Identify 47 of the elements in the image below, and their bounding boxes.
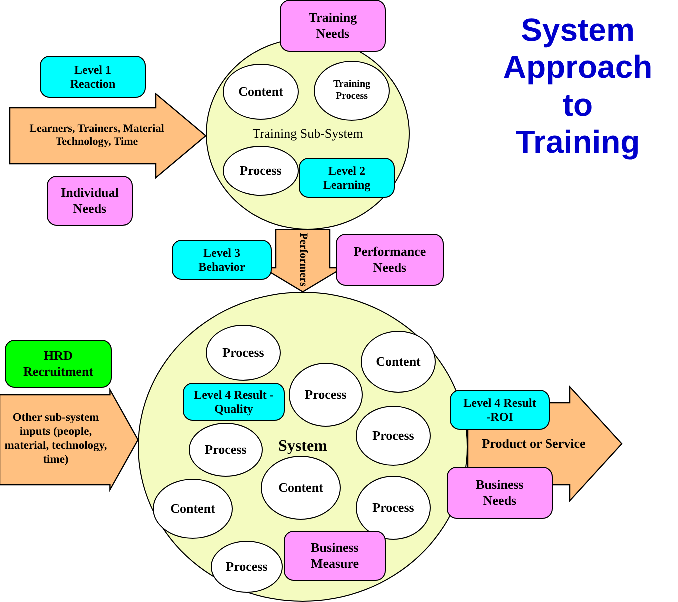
label-box	[5, 340, 112, 388]
node-label: Training Needs	[308, 10, 358, 42]
node-label: System	[278, 437, 328, 457]
node-label: Level 4 Result -Quality	[193, 388, 275, 416]
level-box	[299, 158, 395, 198]
node-label: Business Needs	[475, 477, 525, 509]
node-label: Content	[375, 354, 422, 370]
node-label: HRD Recruitment	[22, 348, 95, 380]
node-label: Level 2 Learning	[322, 164, 372, 192]
needs-box	[447, 467, 553, 519]
block-arrow	[467, 385, 623, 503]
edge-label: Other sub-system inputs (people, material, technology, time)	[4, 411, 108, 468]
edge-label: Product or Service	[481, 435, 587, 454]
node-label: Process	[204, 442, 248, 458]
ellipse-node	[189, 423, 263, 477]
node-label: Content	[170, 501, 216, 517]
node-label: Level 4 Result -ROI	[462, 396, 538, 424]
edge-label: Performers	[296, 232, 311, 288]
node-label: Performance Needs	[352, 244, 428, 276]
needs-box	[280, 0, 386, 52]
node-label: Process	[304, 387, 348, 403]
ellipse-node	[211, 541, 283, 593]
node-label: Process	[372, 500, 416, 516]
node-label: Training Sub-System	[252, 126, 364, 142]
node-label: Process	[372, 428, 416, 444]
node-label: Process	[225, 559, 269, 575]
block-arrow	[9, 92, 207, 180]
level-box	[450, 390, 550, 430]
node-label: Business Measure	[310, 540, 360, 572]
node-label: Level 3 Behavior	[198, 246, 246, 274]
node-label: Individual Needs	[60, 185, 120, 217]
needs-box	[336, 234, 444, 286]
level-box	[172, 240, 272, 280]
level-box	[40, 56, 146, 98]
title: System Approach to Training	[502, 12, 654, 162]
level-box	[183, 383, 285, 421]
node-label: Process	[239, 163, 283, 179]
needs-box	[47, 176, 133, 226]
node-label: Training Process	[332, 79, 372, 103]
node-label: Process	[222, 345, 266, 361]
edge-label: Learners, Trainers, Material Technology, Time	[28, 122, 166, 150]
ellipse-node	[223, 146, 299, 196]
node-label: Content	[238, 84, 284, 100]
needs-box	[284, 531, 386, 581]
node-label: Content	[278, 480, 324, 496]
node-label: Level 1 Reaction	[69, 62, 117, 92]
block-arrow	[0, 388, 139, 492]
